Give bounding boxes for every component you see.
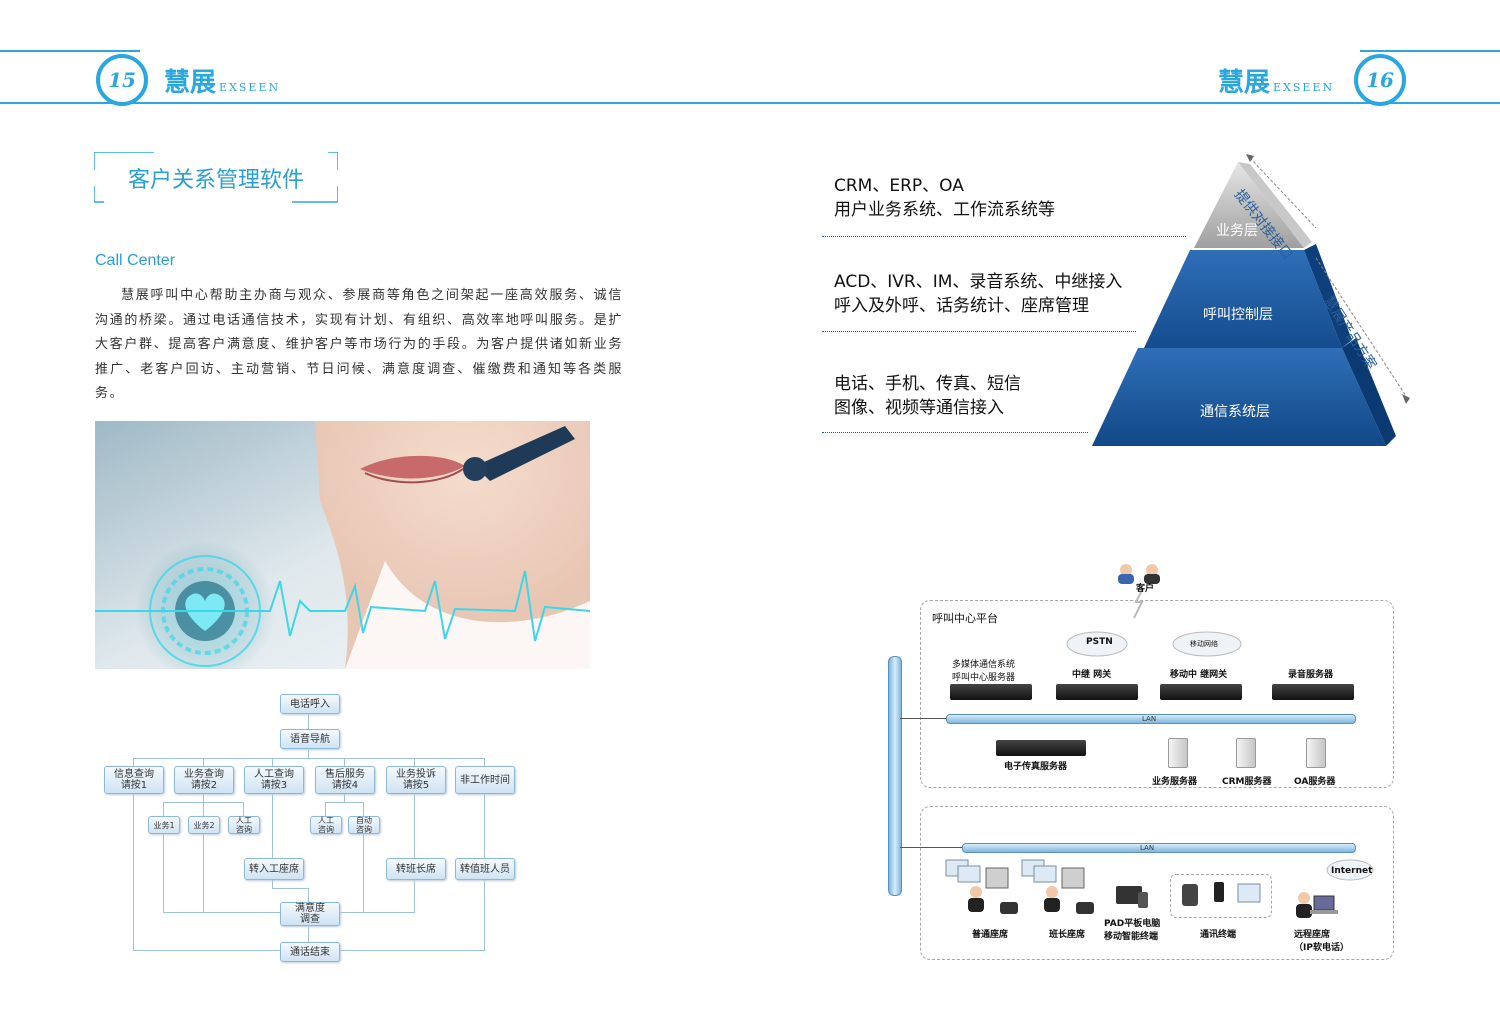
layer-3-label: 通信系统层 — [1200, 404, 1270, 420]
media-server-device — [950, 684, 1032, 700]
flow-biz1: 业务1 — [148, 816, 180, 834]
leader-agent-label: 班长座席 — [1049, 930, 1086, 940]
biz-server-label: 业务服务器 — [1152, 777, 1198, 787]
flow-menu-3: 人工查询请按3 — [244, 766, 304, 794]
normal-agent-icon — [945, 859, 1018, 914]
platform-box — [920, 600, 1394, 788]
crm-server-device — [1236, 738, 1256, 768]
subtitle: Call Center — [95, 252, 176, 269]
flow-menu-4: 售后服务请按4 — [315, 766, 375, 794]
flow-menu-2: 业务查询请按2 — [174, 766, 234, 794]
flow-satisfaction: 满意度调查 — [280, 902, 340, 926]
header-rule — [0, 102, 1500, 104]
comm-terminal-icon — [1182, 882, 1261, 906]
mobile-cloud: 移动网络 — [1190, 640, 1218, 648]
pad-label: PAD平板电脑移动智能终端 — [1104, 919, 1161, 942]
layer-1-divider — [822, 236, 1186, 237]
layer-3-text: 电话、手机、传真、短信图像、视频等通信接入 — [834, 374, 1021, 418]
lan-bus-top — [946, 714, 1356, 724]
biz-server-device — [1168, 738, 1188, 768]
flow-manual-consult-2: 人工咨询 — [310, 816, 342, 834]
normal-agent-label: 普通座席 — [972, 930, 1009, 940]
customer-label: 客户 — [1136, 584, 1155, 594]
media-server-label: 多媒体通信系统呼叫中心服务器 — [952, 660, 1016, 683]
fax-server-label: 电子传真服务器 — [1004, 762, 1068, 772]
relay-gateway-label: 中继 网关 — [1072, 670, 1112, 680]
layer-2-label: 呼叫控制层 — [1203, 307, 1273, 323]
lan-label-top: LAN — [1142, 715, 1157, 723]
section-title: 客户关系管理软件 — [127, 168, 304, 193]
lan-bus-bottom — [962, 843, 1356, 853]
flow-menu-6: 非工作时间 — [455, 766, 515, 794]
flow-call-in: 电话呼入 — [280, 694, 340, 714]
record-server-device — [1272, 684, 1354, 700]
fax-server-device — [996, 740, 1086, 756]
layer-3-divider — [822, 432, 1088, 433]
flow-voice-nav: 语音导航 — [280, 729, 340, 749]
lan-label-bottom: LAN — [1140, 844, 1155, 852]
header-rule-right — [1360, 50, 1500, 52]
pyramid — [1092, 154, 1410, 446]
flow-menu-5: 业务投诉请按5 — [386, 766, 446, 794]
page-number-right: 16 — [1354, 54, 1406, 106]
mobile-gateway-device — [1160, 684, 1242, 700]
layer-2-text: ACD、IVR、IM、录音系统、中继接入呼入及外呼、话务统计、座席管理 — [834, 272, 1123, 316]
leader-agent-icon — [1021, 859, 1094, 914]
comm-terminal-label: 通讯终端 — [1200, 930, 1237, 940]
header-rule-left — [0, 50, 140, 52]
agent-box — [920, 806, 1394, 960]
record-server-label: 录音服务器 — [1288, 670, 1334, 680]
oa-server-device — [1306, 738, 1326, 768]
page-number-left: 15 — [96, 54, 148, 106]
comm-terminal-box — [1170, 874, 1272, 918]
pstn-cloud: PSTN — [1086, 637, 1113, 647]
layer-2-divider — [822, 331, 1136, 332]
oa-server-label: OA服务器 — [1294, 777, 1336, 787]
remote-agent-label: 远程座席（IP软电话） — [1294, 930, 1349, 953]
platform-label: 呼叫中心平台 — [932, 612, 998, 625]
flow-to-duty: 转值班人员 — [455, 858, 515, 880]
remote-agent-icon — [1296, 892, 1338, 918]
relay-gateway-device — [1056, 684, 1138, 700]
intro-paragraph: 慧展呼叫中心帮助主办商与观众、参展商等角色之间架起一座高效服务、诚信沟通的桥梁。… — [95, 288, 623, 401]
flow-to-leader: 转班长席 — [386, 858, 446, 880]
flow-menu-1: 信息查询请按1 — [104, 766, 164, 794]
call-center-photo — [95, 421, 590, 669]
pad-icon — [1116, 886, 1148, 908]
internet-cloud: Internet — [1331, 866, 1373, 876]
flow-auto-consult: 自动咨询 — [348, 816, 380, 834]
backbone-bus — [888, 656, 902, 896]
flow-manual-consult: 人工咨询 — [228, 816, 260, 834]
crm-server-label: CRM服务器 — [1222, 777, 1272, 787]
mobile-gateway-label: 移动中 继网关 — [1170, 670, 1228, 680]
section-title-box: 客户关系管理软件 — [94, 152, 338, 203]
flow-end: 通话结束 — [280, 942, 340, 962]
layer-1-label: 业务层 — [1216, 223, 1258, 239]
flow-to-agent: 转入工座席 — [244, 858, 304, 880]
flow-biz2: 业务2 — [188, 816, 220, 834]
